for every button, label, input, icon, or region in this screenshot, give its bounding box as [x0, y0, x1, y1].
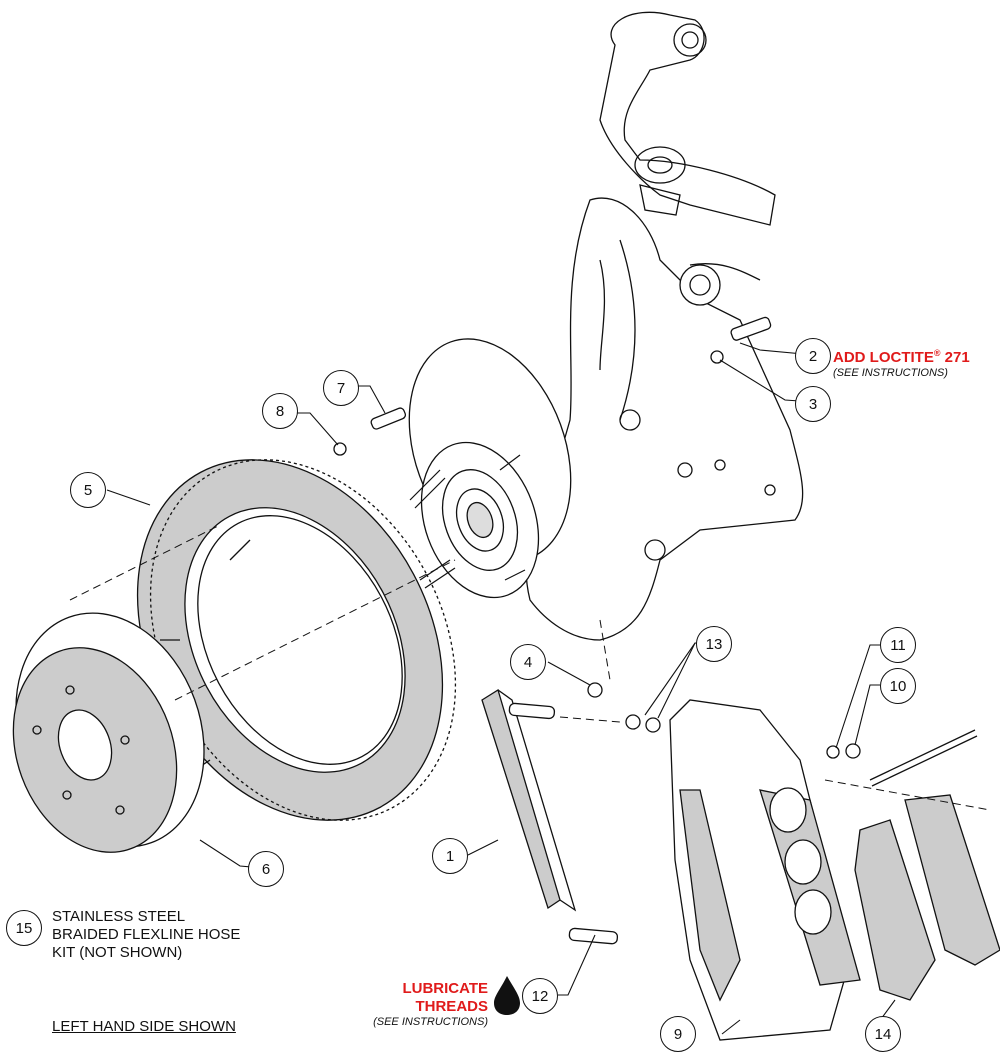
- callout-4: 4: [510, 644, 546, 680]
- loctite-subtitle: (SEE INSTRUCTIONS): [833, 367, 948, 379]
- callout-9: 9: [660, 1016, 696, 1052]
- brake-pads: [854, 794, 1000, 1001]
- callout-15: 15: [6, 910, 42, 946]
- alignment-lines: [69, 524, 991, 811]
- lube-note: LUBRICATE THREADS (SEE INSTRUCTIONS): [330, 980, 488, 1029]
- callout-3: 3: [795, 386, 831, 422]
- lube-subtitle: (SEE INSTRUCTIONS): [373, 1016, 488, 1028]
- steering-knuckle: [525, 197, 804, 641]
- callout-6: 6: [248, 851, 284, 887]
- callout-12: 12: [522, 978, 558, 1014]
- loctite-title: ADD LOCTITE® 271: [833, 348, 970, 366]
- callout-10: 10: [880, 668, 916, 704]
- hose-kit-note: STAINLESS STEEL BRAIDED FLEXLINE HOSE KI…: [52, 908, 240, 962]
- oil-drop-icon: [494, 976, 520, 1015]
- callout-7: 7: [323, 370, 359, 406]
- rotor-hat: [12, 612, 205, 853]
- caliper: [669, 699, 861, 1041]
- fasteners: [333, 316, 978, 787]
- hose-line-2: BRAIDED FLEXLINE HOSE: [52, 926, 241, 943]
- callout-5: 5: [70, 472, 106, 508]
- upper-control-arm: [599, 11, 776, 226]
- callout-2: 2: [795, 338, 831, 374]
- lube-title: LUBRICATE THREADS: [402, 980, 488, 1015]
- caliper-bracket: [481, 688, 619, 945]
- callout-14: 14: [865, 1016, 901, 1052]
- hub-assembly: [408, 338, 572, 599]
- callout-1: 1: [432, 838, 468, 874]
- hose-line-3: KIT (NOT SHOWN): [52, 944, 183, 961]
- hose-line-1: STAINLESS STEEL: [52, 908, 186, 925]
- callout-8: 8: [262, 393, 298, 429]
- callout-11: 11: [880, 627, 916, 663]
- loctite-note: ADD LOCTITE® 271 (SEE INSTRUCTIONS): [833, 344, 970, 380]
- side-shown-label: LEFT HAND SIDE SHOWN: [52, 1018, 236, 1035]
- callout-13: 13: [696, 626, 732, 662]
